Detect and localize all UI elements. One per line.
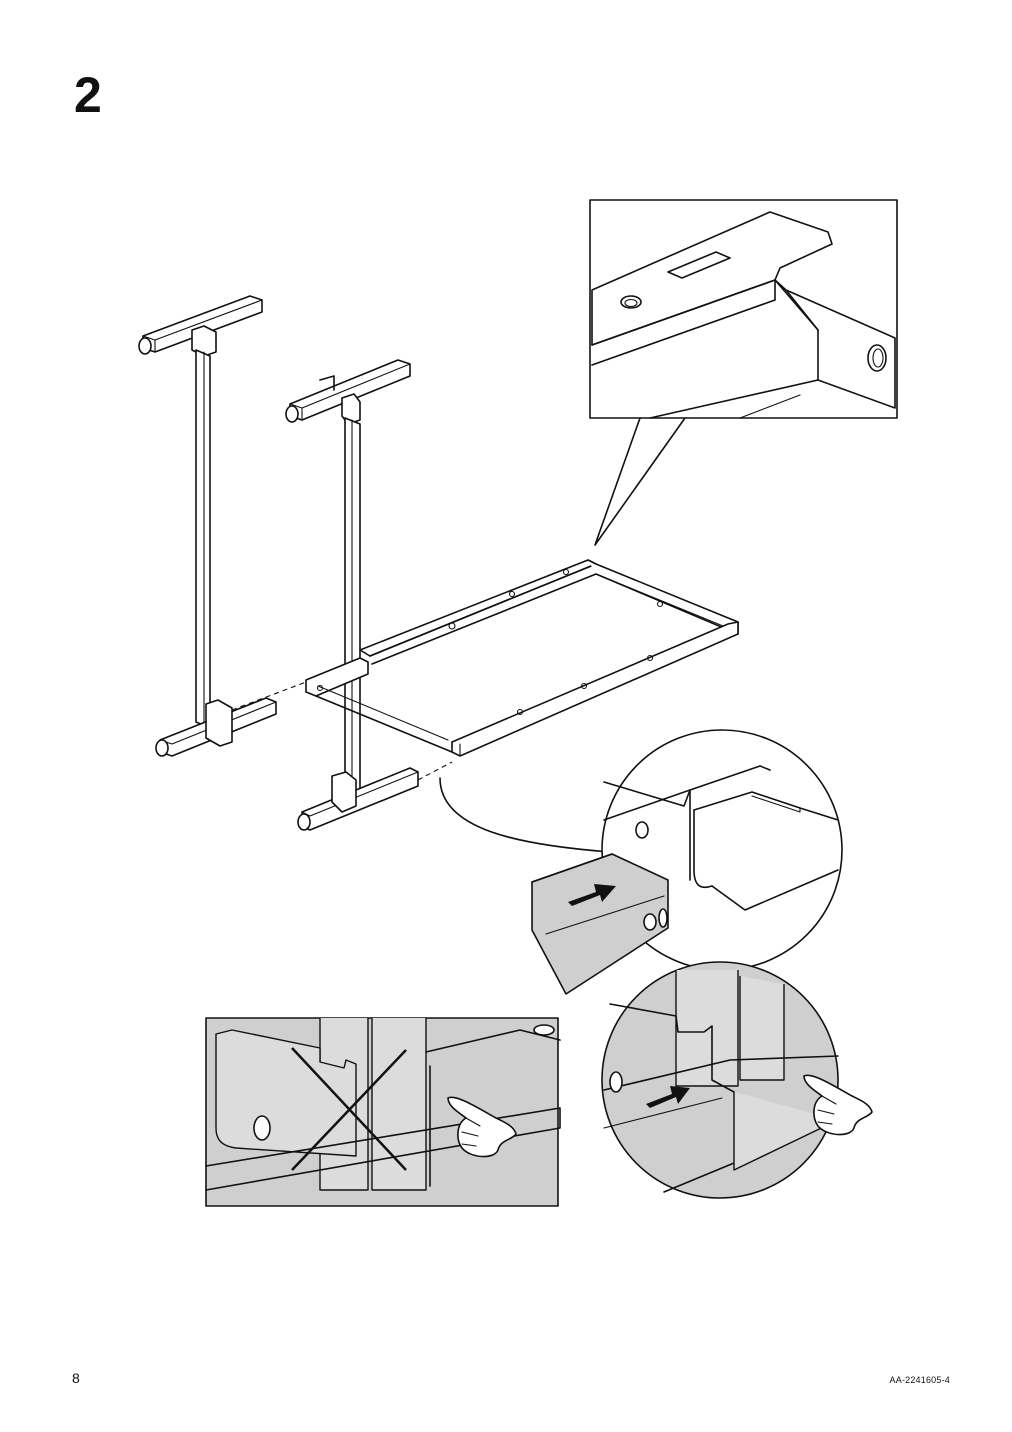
- arrow-right-icon: [646, 1086, 690, 1108]
- page-number: 8: [72, 1370, 80, 1386]
- pointing-hand-icon: [447, 1096, 517, 1158]
- main-assembly: [138, 295, 739, 831]
- arrow-right-icon: [568, 884, 616, 906]
- document-code: AA-2241605-4: [889, 1375, 950, 1385]
- detail-rail-end: [589, 199, 898, 546]
- left-leg: [138, 295, 277, 757]
- step-number: 2: [74, 67, 102, 123]
- pointing-hand-icon: [803, 1074, 873, 1136]
- cross-mark-icon: [291, 1047, 407, 1171]
- detail-incorrect: [205, 1017, 561, 1207]
- desk-frame: [231, 559, 739, 781]
- right-leg: [285, 359, 419, 831]
- detail-circle-insert: [439, 729, 843, 995]
- detail-correct: [601, 961, 873, 1199]
